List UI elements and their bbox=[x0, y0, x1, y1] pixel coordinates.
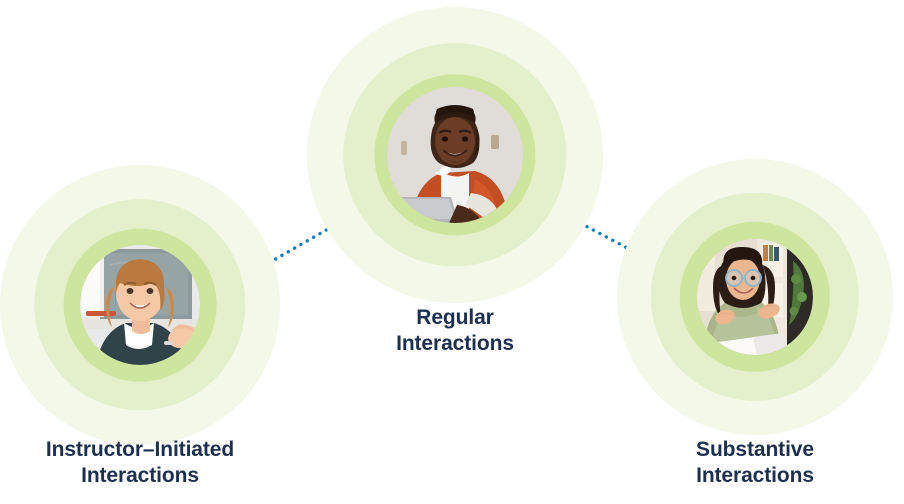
label-regular: Regular Interactions bbox=[396, 306, 514, 355]
photo-instructor-initiated bbox=[80, 245, 200, 365]
label-substantive: Substantive Interactions bbox=[696, 438, 814, 487]
label-instructor-initiated: Instructor–Initiated Interactions bbox=[45, 438, 235, 487]
node-substantive[interactable] bbox=[617, 159, 893, 435]
node-instructor-initiated[interactable] bbox=[0, 165, 280, 445]
node-regular[interactable] bbox=[307, 7, 603, 303]
photo-substantive bbox=[697, 239, 813, 355]
photo-regular bbox=[387, 87, 523, 223]
